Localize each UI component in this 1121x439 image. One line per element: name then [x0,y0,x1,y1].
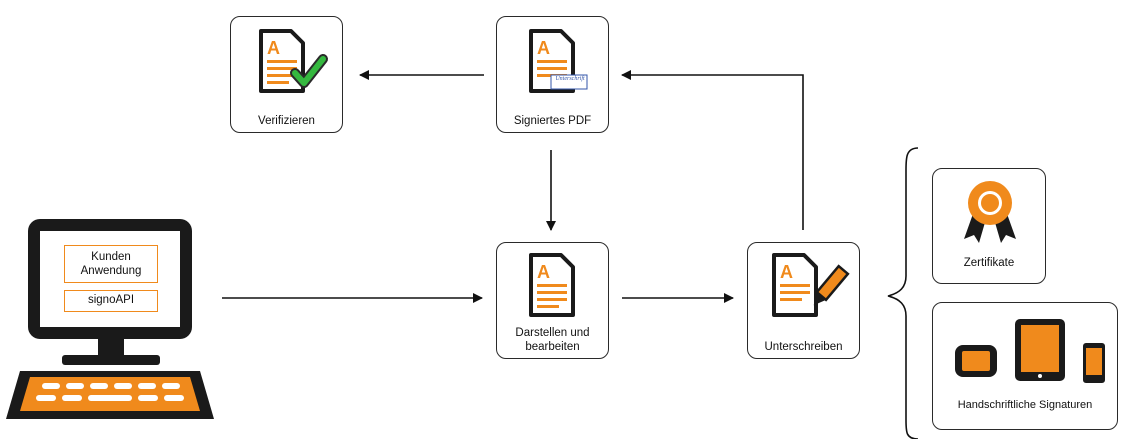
signature-devices-icon [955,319,1105,383]
svg-text:A: A [537,38,550,58]
certificates-label: Zertifikate [963,257,1015,269]
signed-pdf-node: A Unterschrift Signiertes PDF [496,16,609,133]
display-edit-label-2: bearbeiten [525,341,580,353]
curly-brace [887,147,919,439]
certificate-badge-icon [964,181,1016,243]
customer-app-panel: Kunden Anwendung [64,245,158,283]
svg-text:A: A [537,262,550,282]
verify-label: Verifizieren [258,115,315,127]
customer-app-line2: Anwendung [80,265,142,277]
signo-api-label: signoAPI [87,294,135,306]
customer-computer: Kunden Anwendung signoAPI [0,215,222,439]
signed-pdf-label: Signiertes PDF [513,115,592,127]
customer-app-line1: Kunden [91,251,131,263]
sign-node: A Unterschreiben [747,242,860,359]
document-icon: A [529,253,575,317]
display-edit-label-1: Darstellen und [515,327,590,339]
signature-stamp-text: Unterschrift [555,76,585,82]
document-pen-icon: A [772,253,850,317]
signo-api-panel: signoAPI [64,290,158,312]
certificates-node: Zertifikate [932,168,1046,284]
document-check-icon: A [259,29,328,93]
display-edit-node: A Darstellen und bearbeiten [496,242,609,359]
svg-text:A: A [780,262,793,282]
sign-label: Unterschreiben [764,341,843,353]
handwritten-label: Handschriftliche Signaturen [957,399,1093,411]
verify-node: A Verifizieren [230,16,343,133]
signed-document-icon: A [529,29,588,93]
svg-text:A: A [267,38,280,58]
handwritten-node: Handschriftliche Signaturen [932,302,1118,430]
arrow-sign-to-pdf [621,70,804,230]
